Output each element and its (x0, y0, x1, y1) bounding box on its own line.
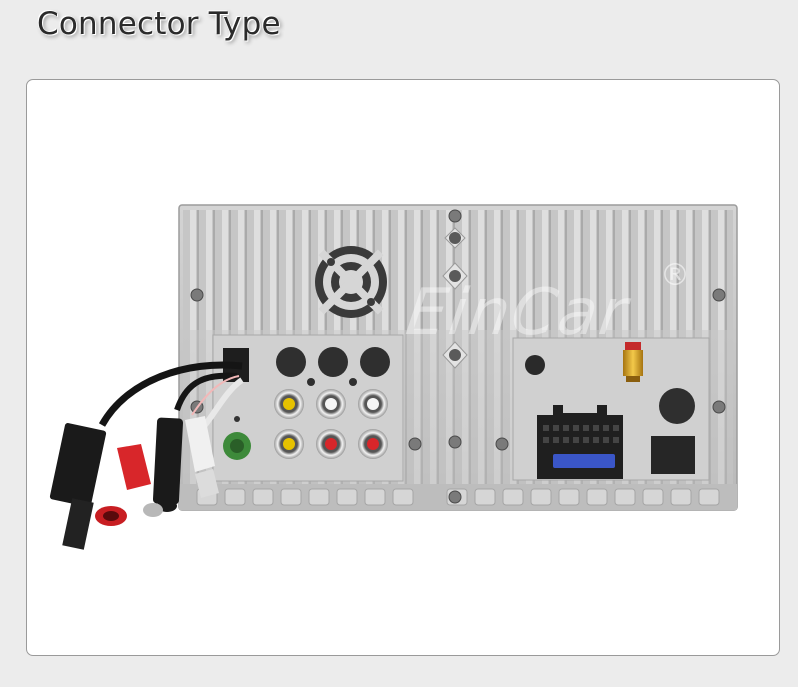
cooling-fan (315, 246, 387, 318)
product-photo-card: EinCar ® (26, 79, 780, 656)
blanking-plugs (276, 347, 390, 386)
cable-assembly (49, 361, 244, 550)
blanking-hole (525, 355, 545, 375)
registered-mark: ® (660, 258, 690, 293)
antenna-connector (623, 342, 643, 382)
blanking-hole-large (659, 388, 695, 424)
main-harness-connector (537, 405, 623, 479)
brand-watermark: EinCar (401, 276, 634, 350)
mic-jack (223, 416, 251, 460)
radio-rear-panel-photo (49, 204, 738, 550)
page-title: Connector Type (37, 6, 281, 42)
blanking-square (651, 436, 695, 474)
rca-jacks (274, 389, 388, 459)
